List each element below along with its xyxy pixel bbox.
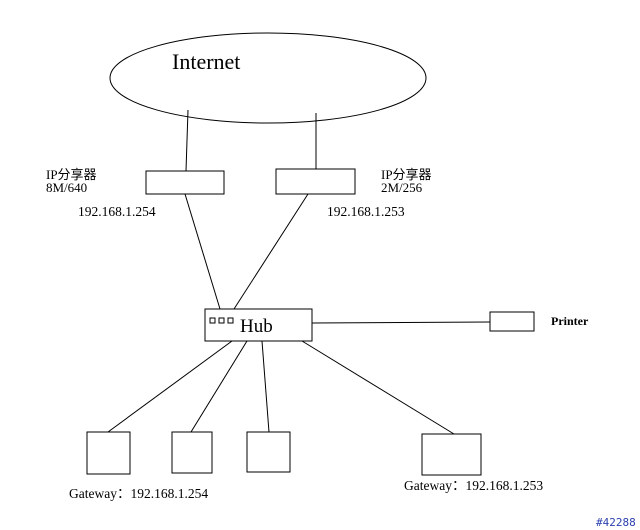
link-hub-pc-2 xyxy=(190,340,248,433)
router-right-box xyxy=(275,168,356,195)
link-hub-pc-4 xyxy=(301,340,455,435)
link-router-right-hub xyxy=(233,193,309,310)
link-hub-pc-1 xyxy=(107,340,233,433)
computer-box-1 xyxy=(86,431,131,475)
link-internet-router-left xyxy=(185,109,189,172)
printer-box xyxy=(489,311,535,332)
router-right-title: IP分享器 xyxy=(381,167,432,182)
router-left-ip: 192.168.1.254 xyxy=(78,204,156,219)
link-router-left-hub xyxy=(184,193,221,310)
router-right-ip: 192.168.1.253 xyxy=(327,204,405,219)
internet-cloud xyxy=(109,32,427,124)
hub-port-1 xyxy=(209,317,216,324)
hub-port-2 xyxy=(218,317,225,324)
link-hub-pc-3 xyxy=(261,340,270,433)
router-left-speed: 8M/640 xyxy=(46,180,87,195)
hub-box xyxy=(204,308,313,342)
link-hub-printer xyxy=(311,321,491,324)
hub-port-3 xyxy=(227,317,234,324)
computer-box-4 xyxy=(421,433,482,476)
router-left-title: IP分享器 xyxy=(46,167,97,182)
computer-box-2 xyxy=(171,431,213,474)
router-left-box xyxy=(145,170,225,195)
image-id-watermark: #42288 xyxy=(596,516,636,529)
hub-label: Hub xyxy=(240,316,273,337)
printer-label: Printer xyxy=(551,314,589,328)
internet-label: Internet xyxy=(172,49,240,74)
computer-box-3 xyxy=(246,431,291,473)
gateway-left-label: Gateway：192.168.1.254 xyxy=(69,486,208,501)
router-right-speed: 2M/256 xyxy=(381,180,423,195)
gateway-right-label: Gateway：192.168.1.253 xyxy=(404,478,543,493)
